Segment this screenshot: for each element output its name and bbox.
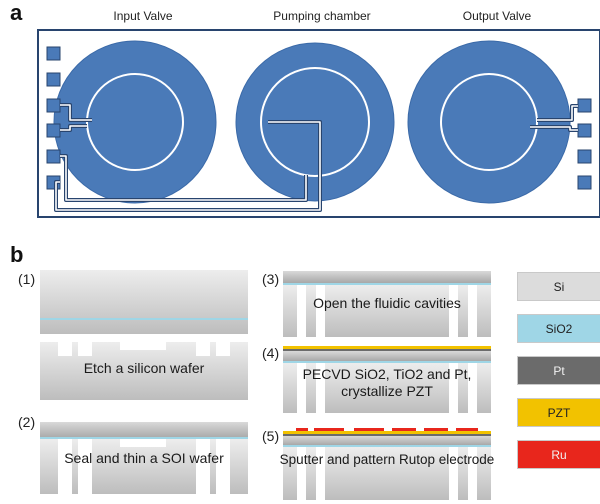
- step3-open-cavities: [283, 271, 491, 337]
- output-valve-label: Output Valve: [462, 9, 532, 23]
- input-valve-label: Input Valve: [113, 9, 173, 23]
- legend-ru-label: Ru: [551, 447, 567, 462]
- step-3-caption: Open the fluidic cavities: [313, 295, 461, 311]
- legend-pzt-label: PZT: [547, 405, 571, 420]
- legend-sio2: SiO2: [517, 314, 600, 343]
- legend-sio2-label: SiO2: [545, 321, 573, 336]
- legend-pt-label: Pt: [553, 363, 565, 378]
- pump-layout-diagram: [37, 29, 600, 218]
- input-valve-disk: [53, 40, 217, 204]
- legend-si-label: Si: [553, 279, 565, 294]
- step-5-number: (5): [262, 428, 280, 444]
- step-4-caption-line2: crystallize PZT: [341, 383, 433, 399]
- legend-pt: Pt: [517, 356, 600, 385]
- pumping-chamber-label: Pumping chamber: [273, 9, 371, 23]
- step-3-number: (3): [262, 271, 280, 287]
- step-4-number: (4): [262, 345, 280, 361]
- step-4-caption-line1: PECVD SiO2, TiO2 and Pt,: [302, 366, 472, 382]
- step-2-caption: Seal and thin a SOI wafer: [64, 450, 224, 466]
- step2-sealed-wafer: [40, 422, 248, 494]
- step-1-caption: Etch a silicon wafer: [83, 360, 205, 376]
- panel-b-letter: b: [10, 242, 24, 267]
- panel-a-letter: a: [10, 0, 23, 25]
- right-contact-pads: [577, 98, 592, 190]
- step-2-number: (2): [18, 414, 36, 430]
- step1-initial-wafer: [40, 270, 248, 334]
- step5-ru-electrode: [283, 428, 491, 500]
- step4-pzt-stack: [283, 346, 491, 413]
- step-5-caption: Sputter and pattern Rutop electrode: [279, 452, 495, 467]
- step-1-number: (1): [18, 271, 36, 287]
- legend-ru: Ru: [517, 440, 600, 469]
- trace-centers: [55, 104, 578, 211]
- legend-si: Si: [517, 272, 600, 301]
- step1-etched-wafer: [40, 342, 248, 400]
- pumping-chamber-inner-ring: [260, 67, 370, 177]
- legend-pzt: PZT: [517, 398, 600, 427]
